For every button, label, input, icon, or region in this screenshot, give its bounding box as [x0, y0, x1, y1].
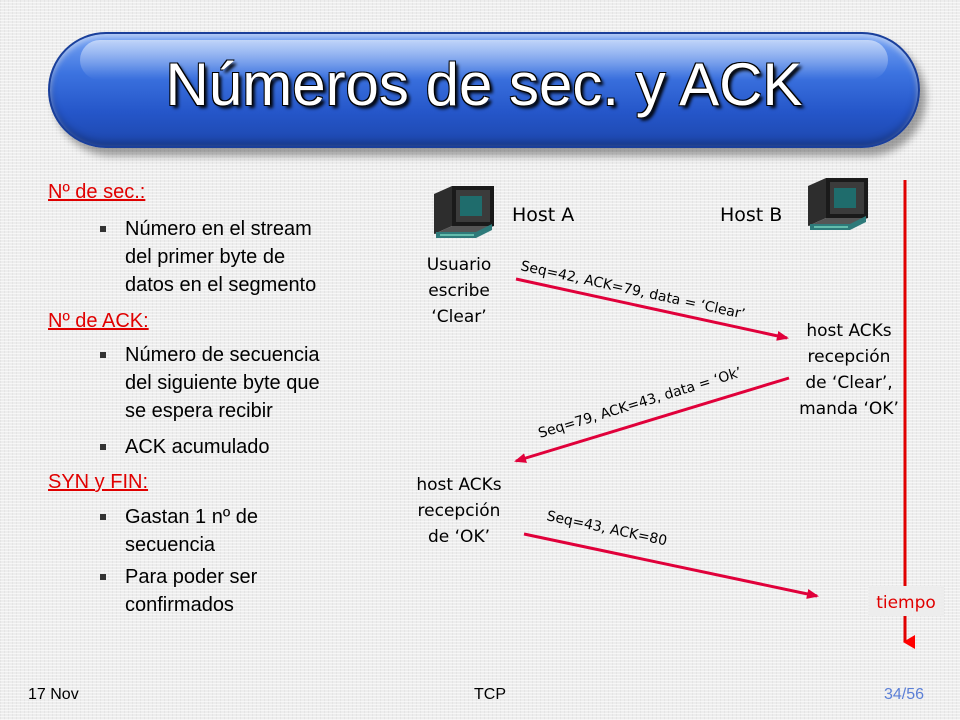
host-b-label: Host B	[720, 204, 782, 226]
host-b-ack-note-line-1: host ACKs	[806, 321, 892, 341]
ack-item-2-line-1: ACK acumulado	[125, 436, 270, 458]
footer-page-number: 34/56	[884, 686, 925, 703]
ack-item-1-line-1: Número de secuencia	[125, 344, 320, 366]
bullet-square-icon	[100, 444, 106, 450]
footer-date: 17 Nov	[28, 686, 79, 703]
computer-icon	[434, 186, 494, 238]
time-label: tiempo	[876, 593, 936, 613]
host-a-ack-note-line-2: recepción	[417, 501, 501, 521]
message-2-label: Seq=79, ACK=43, data = ‘Ok’	[536, 365, 743, 442]
bullet-square-icon	[100, 226, 106, 232]
seq-item-1-line-3: datos en el segmento	[125, 274, 317, 296]
host-a-ack-note: host ACKs recepción de ‘OK’	[404, 472, 514, 550]
host-b-ack-note-line-2: recepción	[807, 347, 891, 367]
host-a-label: Host A	[512, 204, 574, 226]
synfin-item-1: Gastan 1 nº de secuencia	[48, 503, 388, 559]
ack-heading: Nº de ACK:	[48, 310, 149, 332]
message-arrow-3	[523, 532, 819, 599]
bullet-square-icon	[100, 514, 106, 520]
host-a-user-note-line-3: ‘Clear’	[431, 307, 487, 327]
message-1-label: Seq=42, ACK=79, data = ‘Clear’	[519, 258, 746, 322]
host-b-ack-note: host ACKs recepción de ‘Clear’, manda ‘O…	[788, 318, 910, 422]
footer-topic: TCP	[474, 686, 506, 703]
seq-item-1: Número en el stream del primer byte de d…	[48, 215, 388, 299]
seq-heading: Nº de sec.:	[48, 181, 146, 203]
host-a-user-note-line-1: Usuario	[426, 255, 492, 275]
ack-item-2: ACK acumulado	[48, 433, 388, 461]
synfin-item-1-line-2: secuencia	[125, 534, 216, 556]
host-a-user-note-line-2: escribe	[428, 281, 490, 301]
time-label-bg	[868, 586, 944, 616]
bullet-list: Nº de sec.: Número en el stream del prim…	[48, 180, 388, 619]
seq-item-1-line-2: del primer byte de	[125, 246, 286, 268]
synfin-item-1-line-1: Gastan 1 nº de	[125, 506, 258, 528]
slide-title: Números de sec. y ACK	[165, 50, 803, 118]
ack-item-1-line-3: se espera recibir	[125, 400, 273, 422]
synfin-heading: SYN y FIN:	[48, 471, 149, 493]
computer-icon	[808, 178, 868, 230]
ack-item-1: Número de secuencia del siguiente byte q…	[48, 341, 388, 425]
seq-item-1-line-1: Número en el stream	[125, 218, 312, 240]
message-arrow-1	[515, 277, 789, 341]
host-b-ack-note-line-3: de ‘Clear’,	[805, 373, 893, 393]
synfin-item-2-line-1: Para poder ser	[125, 566, 258, 588]
host-b-ack-note-line-4: manda ‘OK’	[799, 399, 899, 419]
synfin-item-2-line-2: confirmados	[125, 594, 234, 616]
host-a-ack-note-line-3: de ‘OK’	[428, 527, 490, 547]
bullet-square-icon	[100, 352, 106, 358]
host-a-ack-note-line-1: host ACKs	[416, 475, 502, 495]
synfin-item-2: Para poder ser confirmados	[48, 563, 388, 619]
host-a-user-note: Usuario escribe ‘Clear’	[414, 252, 504, 330]
bullet-square-icon	[100, 574, 106, 580]
title-banner: Números de sec. y ACK	[48, 32, 920, 148]
ack-item-1-line-2: del siguiente byte que	[125, 372, 320, 394]
message-arrow-2	[514, 376, 790, 463]
